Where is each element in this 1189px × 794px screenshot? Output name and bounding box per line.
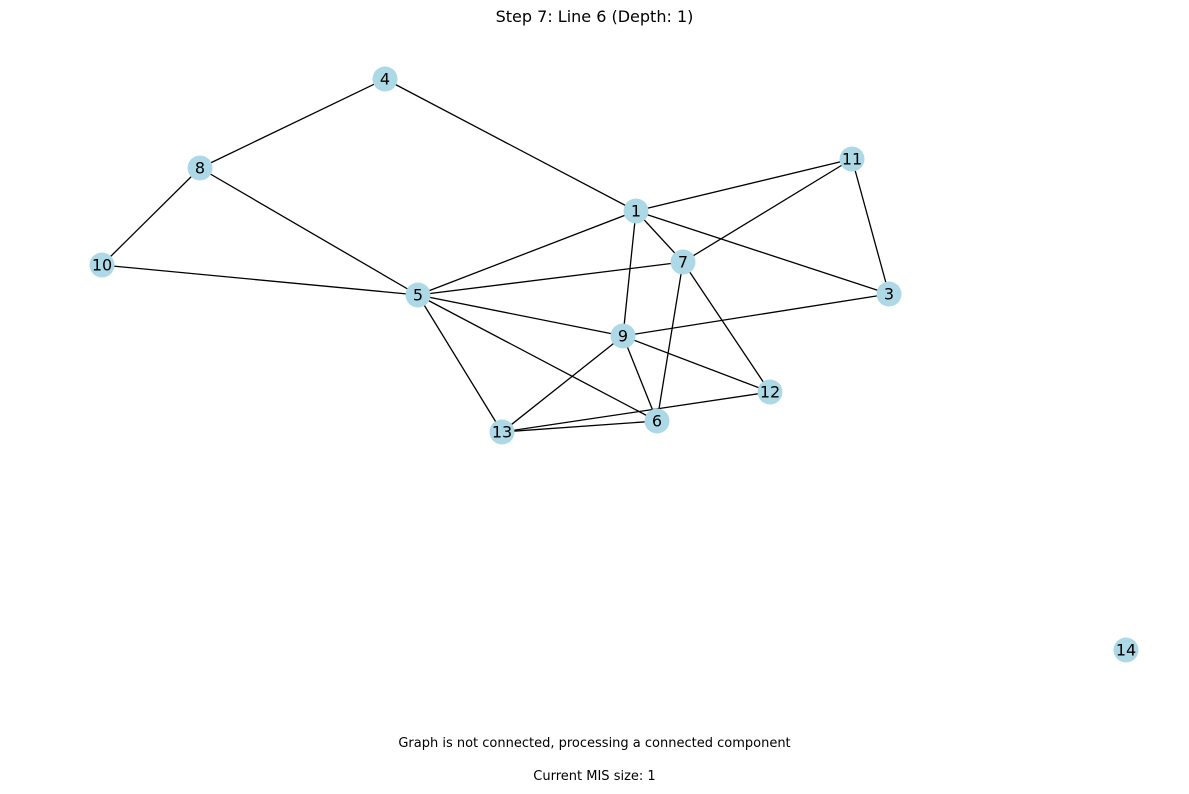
edge-13-12: [501, 391, 771, 433]
node-label-3: 3: [884, 285, 894, 304]
diagram-title: Step 7: Line 6 (Depth: 1): [495, 7, 694, 26]
node-circle-11: [839, 146, 865, 172]
edge-9-3: [622, 293, 890, 337]
node-circle-1: [623, 198, 649, 224]
edge-1-5: [417, 210, 637, 296]
node-label-7: 7: [678, 253, 688, 272]
node-label-11: 11: [842, 150, 862, 169]
node-circle-9: [610, 323, 636, 349]
edge-7-12: [682, 261, 771, 393]
node-circle-7: [670, 249, 696, 275]
edge-11-7: [682, 158, 853, 263]
edge-9-13: [501, 335, 624, 433]
node-circle-6: [644, 408, 670, 434]
edge-5-7: [417, 261, 684, 296]
node-8: 8: [187, 155, 213, 181]
mis-size-caption: Current MIS size: 1: [533, 769, 656, 784]
node-circle-12: [757, 379, 783, 405]
node-label-1: 1: [631, 202, 641, 221]
node-label-14: 14: [1116, 641, 1136, 660]
node-10: 10: [89, 252, 115, 278]
node-circle-4: [372, 66, 398, 92]
edge-9-6: [622, 335, 658, 422]
edge-7-6: [656, 261, 684, 422]
node-9: 9: [610, 323, 636, 349]
edge-1-9: [622, 210, 637, 337]
node-circle-13: [489, 419, 515, 445]
node-5: 5: [405, 282, 431, 308]
node-label-10: 10: [92, 256, 112, 275]
edge-layer: [101, 78, 890, 433]
node-label-9: 9: [618, 327, 628, 346]
node-circle-14: [1113, 637, 1139, 663]
edge-4-8: [199, 78, 386, 169]
node-label-6: 6: [652, 412, 662, 431]
node-6: 6: [644, 408, 670, 434]
node-circle-8: [187, 155, 213, 181]
edge-8-10: [101, 167, 201, 266]
edge-10-5: [101, 264, 419, 296]
node-13: 13: [489, 419, 515, 445]
node-4: 4: [372, 66, 398, 92]
edge-8-5: [199, 167, 419, 296]
node-12: 12: [757, 379, 783, 405]
edge-11-3: [851, 158, 890, 295]
node-3: 3: [876, 281, 902, 307]
node-label-13: 13: [492, 423, 512, 442]
edge-1-11: [635, 158, 853, 212]
edge-9-12: [622, 335, 771, 393]
node-1: 1: [623, 198, 649, 224]
node-11: 11: [839, 146, 865, 172]
node-14: 14: [1113, 637, 1139, 663]
node-label-8: 8: [195, 159, 205, 178]
edge-5-9: [417, 294, 624, 337]
node-circle-3: [876, 281, 902, 307]
edge-5-13: [417, 294, 503, 433]
node-7: 7: [670, 249, 696, 275]
edge-1-3: [635, 210, 890, 295]
edge-13-6: [501, 420, 658, 433]
edge-5-6: [417, 294, 658, 422]
node-circle-10: [89, 252, 115, 278]
status-caption: Graph is not connected, processing a con…: [398, 736, 791, 751]
edge-4-1: [384, 78, 637, 212]
node-circle-5: [405, 282, 431, 308]
node-label-5: 5: [413, 286, 423, 305]
node-label-12: 12: [760, 383, 780, 402]
node-label-4: 4: [380, 70, 390, 89]
